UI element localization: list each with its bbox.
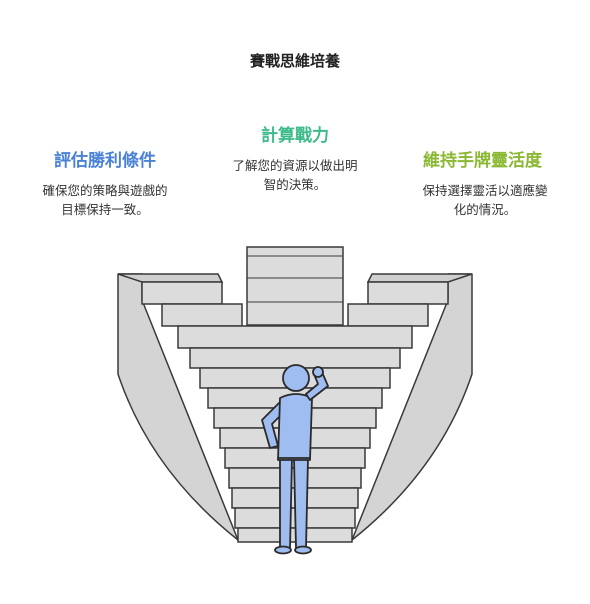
person-right-leg: [293, 457, 309, 549]
diagram-title: 賽戰思維培養: [249, 52, 340, 70]
description-line: 智的決策。: [263, 177, 327, 192]
stairs-icon: [117, 246, 473, 543]
heading-calculate-power: 計算戰力: [261, 126, 329, 146]
description-line: 目標保持一致。: [61, 202, 149, 217]
heading-hand-flexibility: 維持手牌靈活度: [423, 151, 542, 171]
stairs-step: [177, 325, 413, 349]
stairs-left-step: [141, 281, 223, 305]
description-line: 了解您的資源以做出明: [232, 158, 358, 173]
stairs-top-tower: [246, 246, 344, 326]
description-line: 保持選擇靈活以適應變: [422, 183, 548, 198]
heading-evaluate-win-conditions: 評估勝利條件: [54, 151, 156, 171]
description-hand-flexibility: 保持選擇靈活以適應變 化的情況。: [405, 181, 565, 219]
description-calculate-power: 了解您的資源以做出明 智的決策。: [215, 156, 375, 194]
stairs-right-step: [367, 281, 449, 305]
person-torso: [277, 393, 313, 461]
person-hand: [312, 366, 324, 378]
description-line: 化的情況。: [453, 202, 517, 217]
person-head: [282, 364, 310, 392]
person-left-leg: [279, 457, 293, 549]
description-line: 確保您的策略與遊戲的: [42, 183, 168, 198]
description-evaluate-win-conditions: 確保您的策略與遊戲的 目標保持一致。: [25, 181, 185, 219]
person-right-shoe: [294, 545, 312, 555]
stairs-right-step: [347, 303, 429, 327]
person-thinking-icon: [261, 364, 329, 555]
stairs-left-step: [161, 303, 243, 327]
person-left-shoe: [274, 545, 292, 555]
